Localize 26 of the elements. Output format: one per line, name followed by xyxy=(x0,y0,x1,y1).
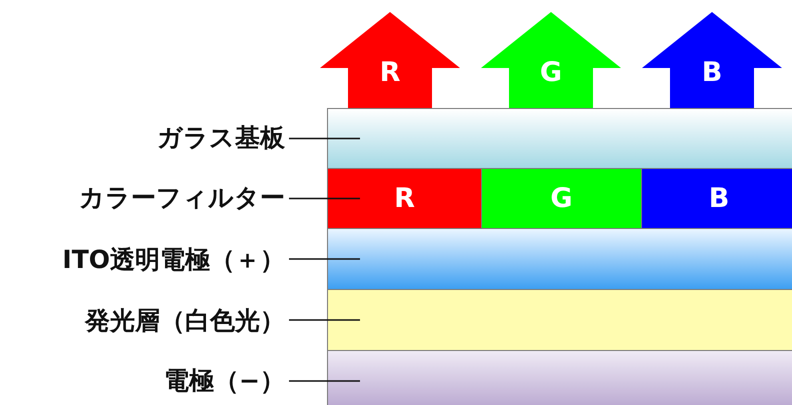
light-output-symbol xyxy=(481,12,621,108)
filter-segment xyxy=(641,168,792,229)
layer-label: 発光層（白色光） xyxy=(85,307,285,335)
layer-band xyxy=(327,228,792,290)
layer-label: カラーフィルター xyxy=(79,184,285,212)
light-output-symbol xyxy=(642,12,782,108)
leader-line xyxy=(289,198,360,200)
light-output-symbol xyxy=(320,12,460,108)
filter-letter: B xyxy=(708,185,730,212)
layer-label: ITO透明電極（＋） xyxy=(62,246,285,274)
leader-line xyxy=(289,258,360,260)
layer-label: 電極（−） xyxy=(164,367,285,395)
filter-segment xyxy=(327,168,482,229)
layer-band xyxy=(327,350,792,405)
leader-line xyxy=(289,380,360,382)
layer-label: ガラス基板 xyxy=(157,124,285,152)
filter-segment xyxy=(481,168,642,229)
leader-line xyxy=(289,138,360,140)
arrow-label: B xyxy=(702,59,722,86)
layer-band xyxy=(327,289,792,351)
layer-band xyxy=(327,108,792,169)
arrow-label: G xyxy=(540,59,562,86)
filter-letter: R xyxy=(394,185,415,212)
leader-line xyxy=(289,319,360,321)
filter-letter: G xyxy=(550,185,573,212)
arrow-label: R xyxy=(380,59,400,86)
